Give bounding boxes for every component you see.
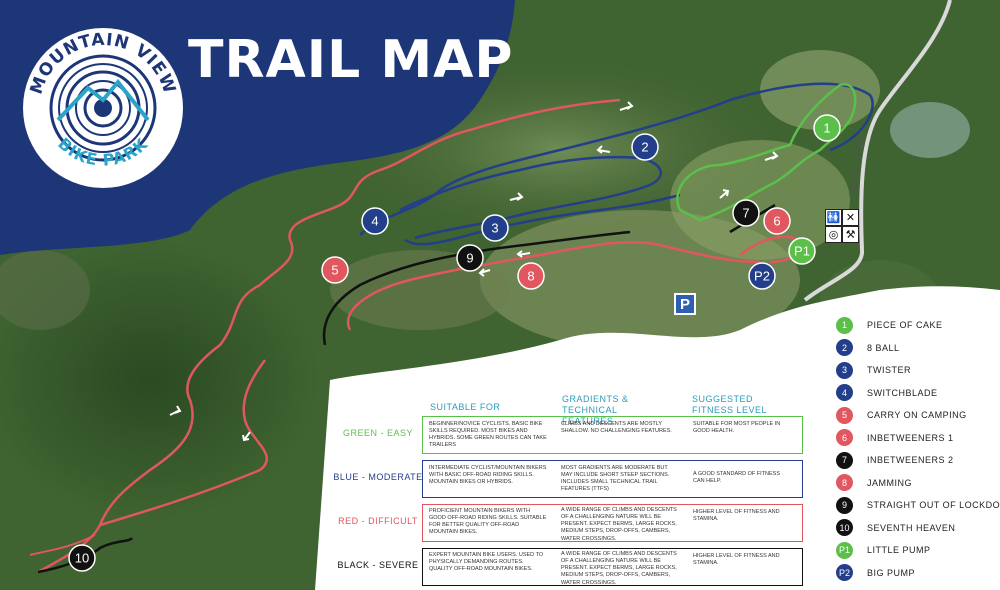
key-trail-name: CARRY ON CAMPING [867, 410, 967, 420]
key-number-badge: 3 [836, 361, 853, 379]
key-trail-name: LITTLE PUMP [867, 545, 931, 555]
trail-marker-label: 5 [331, 263, 338, 278]
legend-row-red: Proficient mountain bikers with good off… [422, 504, 803, 542]
key-number-badge: 1 [836, 316, 853, 334]
trail-marker-label: 6 [773, 214, 780, 229]
legend-row-blue-label: BLUE - MODERATE [333, 472, 423, 482]
trail-marker-p2: P2 [748, 262, 776, 290]
legend-header-fitness: SUGGESTED FITNESS LEVEL [692, 394, 768, 415]
key-number-badge: 4 [836, 384, 853, 401]
key-number-badge: P1 [836, 541, 853, 559]
key-item: P1 LITTLE PUMP [836, 541, 931, 559]
key-trail-name: JAMMING [867, 477, 912, 488]
page-title: TRAIL MAP [188, 30, 514, 90]
trail-marker-1: 1 [813, 114, 841, 142]
key-item: 4 SWITCHBLADE [836, 384, 938, 402]
trail-straight-out-of-lockdown [322, 230, 631, 346]
key-number-badge: P2 [836, 564, 853, 581]
key-trail-name: 8 BALL [867, 342, 900, 353]
key-item: 6 INBETWEENERS 1 [836, 429, 954, 447]
trail-marker-p1: P1 [788, 237, 816, 265]
trail-marker-8: 8 [517, 262, 545, 290]
key-trail-name: INBETWEENERS 2 [867, 455, 954, 465]
key-item: 9 STRAIGHT OUT OF LOCKDOWN [836, 496, 1000, 514]
trail-marker-9: 9 [456, 244, 484, 272]
trail-8-ball [399, 155, 663, 240]
key-item: 10 SEVENTH HEAVEN [836, 519, 955, 537]
key-trail-name: SEVENTH HEAVEN [867, 522, 956, 533]
key-trail-name: PIECE OF CAKE [867, 320, 943, 330]
key-trail-name: SWITCHBLADE [867, 387, 938, 398]
trail-marker-2: 2 [631, 133, 659, 161]
key-item: 1 PIECE OF CAKE [836, 316, 943, 334]
toilets-icon: 🚻 [825, 209, 842, 226]
trail-marker-label: P1 [794, 244, 810, 259]
key-trail-name: TWISTER [867, 365, 911, 375]
direction-arrows [169, 101, 779, 442]
trail-marker-label: 10 [75, 551, 89, 566]
key-item: 3 TWISTER [836, 361, 911, 379]
trail-marker-10: 10 [68, 544, 96, 572]
trail-piece-of-cake [676, 83, 857, 222]
trail-marker-7: 7 [732, 199, 760, 227]
key-item: 8 JAMMING [836, 474, 912, 492]
key-trail-name: INBETWEENERS 1 [867, 432, 954, 443]
parking-sign: P [674, 293, 696, 315]
trail-marker-label: 4 [371, 214, 378, 229]
key-item: 7 INBETWEENERS 2 [836, 451, 954, 469]
trail-marker-label: 1 [823, 121, 830, 136]
trail-marker-label: 7 [742, 206, 749, 221]
legend-header-suitable: SUITABLE FOR [430, 402, 501, 412]
trail-jamming [346, 240, 761, 331]
trail-marker-6: 6 [763, 207, 791, 235]
key-number-badge: 9 [836, 496, 853, 514]
key-number-badge: 6 [836, 429, 853, 446]
key-item: 2 8 BALL [836, 339, 900, 357]
tools-icon: ✕ [842, 209, 859, 226]
trail-switchblade [359, 82, 874, 236]
trail-twister [404, 193, 681, 246]
trail-marker-label: 9 [466, 251, 473, 266]
key-number-badge: 8 [836, 474, 853, 491]
key-trail-name: BIG PUMP [867, 567, 916, 578]
road [803, 0, 952, 302]
target-icon: ◎ [825, 226, 842, 243]
legend-row-blue: Intermediate cyclist/mountain bikers wit… [422, 460, 803, 498]
legend-row-black: Expert mountain bike users. Used to phys… [422, 548, 803, 586]
key-number-badge: 10 [836, 519, 853, 536]
legend-row-green-label: GREEN - EASY [342, 428, 413, 438]
legend-row-red-label: RED - DIFFICULT [338, 516, 418, 526]
legend-row-green: Beginner/novice cyclists. Basic bike ski… [422, 416, 803, 454]
park-logo: MOUNTAIN VIEW BIKE PARK [23, 28, 183, 188]
trail-marker-label: 2 [641, 140, 648, 155]
trail-marker-label: 3 [491, 221, 498, 236]
trail-seventh-heaven [37, 537, 134, 574]
trail-marker-label: 8 [527, 269, 534, 284]
trail-marker-5: 5 [321, 256, 349, 284]
legend-header-gradients: GRADIENTS & TECHNICAL FEATURES [562, 394, 629, 426]
trail-marker-3: 3 [481, 214, 509, 242]
key-item: 5 CARRY ON CAMPING [836, 406, 967, 424]
legend-row-black-label: BLACK - SEVERE [337, 560, 419, 570]
key-number-badge: 5 [836, 406, 853, 424]
key-item: P2 BIG PUMP [836, 564, 915, 582]
repair-icon: ⚒ [842, 226, 859, 243]
legend-panel-bg [315, 286, 1000, 590]
trail-marker-4: 4 [361, 207, 389, 235]
key-number-badge: 2 [836, 339, 853, 356]
key-trail-name: STRAIGHT OUT OF LOCKDOWN [867, 500, 1000, 510]
key-number-badge: 7 [836, 451, 853, 469]
trail-carry-on-camping [37, 98, 621, 574]
trail-marker-label: P2 [754, 269, 770, 284]
